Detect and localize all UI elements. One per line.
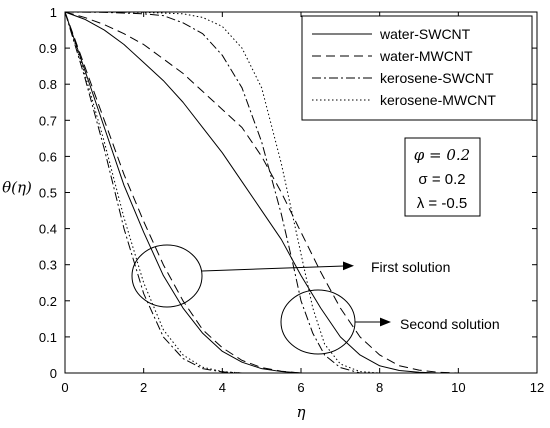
parameter-box-frame [404,137,481,217]
series-line-kerosene-mwcnt-second [65,11,380,374]
second-solution-ellipse [280,289,356,355]
tick-labels: 0 2 4 6 8 10 12 0 0.1 0.2 0.3 0.4 0.5 0.6 0.7 0.8 0.9 1 [39,5,544,395]
x-tick-label: 8 [376,380,383,395]
plot-frame [64,11,538,374]
series-lines [64,11,459,374]
legend-label-kerosene-mwcnt: kerosene-MWCNT [380,92,496,108]
solution-annotations: First solution Second solution [131,244,500,355]
y-tick-label: 0.1 [39,330,57,345]
series-line-water-mwcnt-first [64,11,302,374]
series-line-kerosene-mwcnt-first [64,11,243,374]
y-tick-label: 0.6 [39,149,57,164]
parameter-sigma: σ = 0.2 [418,171,465,188]
series-line-kerosene-swcnt-second [64,11,361,374]
first-solution-ellipse [131,244,203,308]
y-tick-label: 0.9 [39,41,57,56]
series-line-kerosene-swcnt-first [64,11,243,374]
parameter-box: φ = 0.2 σ = 0.2 λ = -0.5 [404,137,481,217]
first-solution-label: First solution [371,259,450,275]
x-axis-label: η [297,403,306,421]
legend-label-water-swcnt: water-SWCNT [379,26,471,42]
y-tick-label: 0.4 [39,222,57,237]
legend-label-kerosene-swcnt: kerosene-SWCNT [380,70,494,86]
series-line-water-swcnt-second [64,11,439,374]
y-tick-label: 0.2 [39,294,57,309]
series-line-water-swcnt-first [64,11,302,374]
second-solution-label: Second solution [400,316,500,332]
parameter-lambda: λ = -0.5 [417,195,467,212]
y-tick-label: 0.3 [39,258,57,273]
y-tick-label: 0.5 [39,186,57,201]
x-tick-label: 10 [451,380,465,395]
legend-label-water-mwcnt: water-MWCNT [379,48,473,64]
series-line-water-mwcnt-second [64,11,459,374]
x-tick-label: 6 [297,380,304,395]
x-tick-label: 4 [219,380,226,395]
parameter-phi: φ = 0.2 [414,146,470,164]
y-tick-label: 1 [50,5,57,20]
first-solution-arrowhead [343,261,354,271]
y-tick-label: 0 [50,366,57,381]
first-solution-arrow [201,265,345,272]
x-tick-label: 0 [61,380,68,395]
x-tick-label: 12 [530,380,544,395]
legend: water-SWCNT water-MWCNT kerosene-SWCNT k… [301,15,533,121]
y-tick-label: 0.7 [39,113,57,128]
y-tick-label: 0.8 [39,77,57,92]
y-axis-label: θ(η) [2,179,32,197]
second-solution-arrowhead [380,317,391,327]
x-tick-label: 2 [140,380,147,395]
legend-box [301,15,533,121]
